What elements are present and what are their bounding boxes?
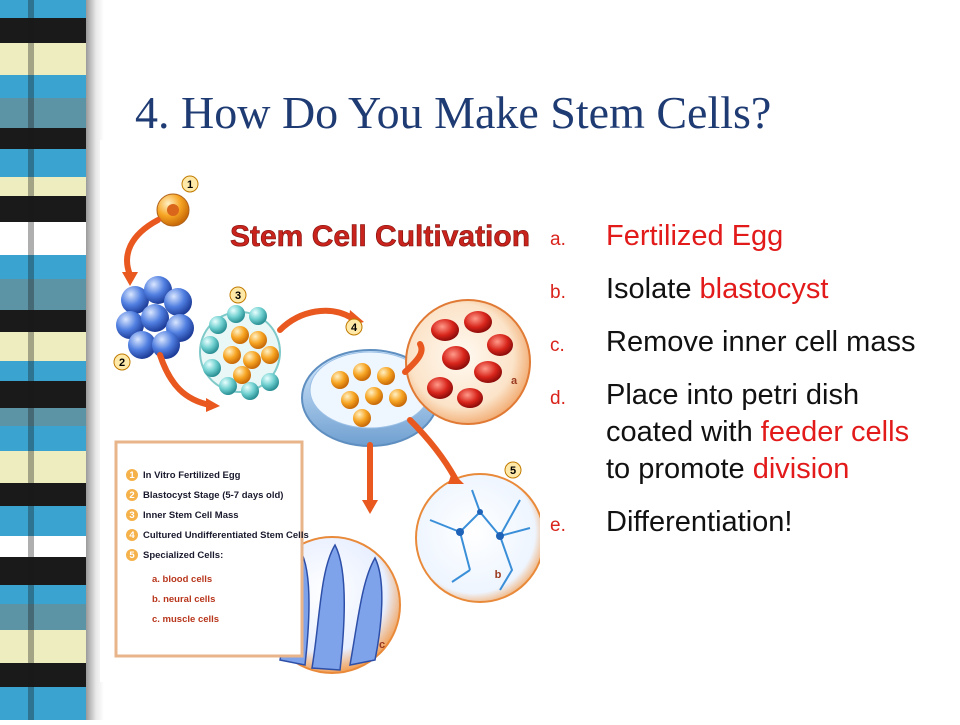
stripe (0, 585, 86, 604)
fertilized-egg-illustration (156, 193, 190, 227)
decorative-stripe-bar (0, 0, 104, 725)
legend-sub-item-c: c. muscle cells (152, 614, 219, 625)
step-item-c: c. Remove inner cell mass (550, 324, 930, 361)
stem-cell-cultivation-figure: Stem Cell Cultivation (100, 140, 540, 682)
stripe (0, 663, 86, 687)
stripe (0, 687, 86, 718)
svg-text:4: 4 (129, 530, 135, 541)
step-text-d: Place into petri dish coated with feeder… (606, 377, 930, 488)
stripe (0, 361, 86, 381)
stripe (0, 177, 86, 196)
badge-5: 5 (510, 465, 516, 477)
step-text-part: Isolate (606, 273, 700, 305)
stripe-accent (28, 0, 34, 720)
step-item-d: d. Place into petri dish coated with fee… (550, 377, 930, 488)
stripe (0, 128, 86, 149)
step-text-part: division (752, 453, 850, 485)
step-text-a: Fertilized Egg (606, 218, 783, 255)
badge-3: 3 (235, 290, 241, 302)
badge-1: 1 (187, 179, 193, 191)
steps-list: a. Fertilized Egg b. Isolate blastocyst … (550, 218, 930, 557)
stripe (0, 408, 86, 426)
stripe-shadow (86, 0, 104, 720)
stripe (0, 279, 86, 310)
blood-cells-illustration (405, 299, 531, 425)
svg-text:1: 1 (129, 470, 135, 481)
step-text-part: Place into petri dish coated with (606, 379, 860, 448)
stripe (0, 0, 86, 18)
legend-sub-item-b: b. neural cells (152, 594, 215, 605)
stripe (0, 536, 86, 557)
figure-legend: 1 In Vitro Fertilized Egg 2 Blastocyst S… (114, 440, 309, 658)
stripe (0, 75, 86, 98)
step-marker: d. (550, 388, 566, 409)
stripe (0, 255, 86, 279)
step-text-e: Differentiation! (606, 504, 792, 541)
stripe (0, 557, 86, 585)
stripe (0, 98, 86, 128)
step-marker: a. (550, 229, 566, 250)
step-badges: 1 2 3 4 5 a b c (113, 175, 522, 651)
legend-item-4: Cultured Undifferentiated Stem Cells (143, 530, 309, 541)
svg-text:3: 3 (129, 510, 134, 521)
stripe (0, 18, 86, 43)
legend-item-3: Inner Stem Cell Mass (143, 510, 239, 521)
slide-title: 4. How Do You Make Stem Cells? (135, 87, 772, 138)
step-text-part: Remove inner cell mass (606, 326, 916, 358)
step-text-part: feeder cells (760, 416, 910, 448)
step-text-b: Isolate blastocyst (606, 271, 828, 308)
step-text-part: to promote (606, 453, 753, 485)
stripe (0, 381, 86, 408)
step-text-part: blastocyst (699, 273, 829, 305)
stripe (0, 426, 86, 451)
stripe (0, 604, 86, 630)
inner-cell-mass-illustration (199, 305, 281, 400)
stripe (0, 506, 86, 536)
stripe (0, 222, 86, 255)
sub-label-a: a (511, 375, 518, 387)
stripe (0, 310, 86, 332)
figure-heading: Stem Cell Cultivation (230, 220, 530, 253)
cultivation-diagram: Stem Cell Cultivation (100, 140, 540, 682)
stripe-pattern (0, 0, 86, 725)
legend-item-1: In Vitro Fertilized Egg (143, 470, 241, 481)
sub-label-b: b (495, 569, 502, 581)
step-marker: e. (550, 515, 566, 536)
stripe (0, 43, 86, 75)
badge-2: 2 (119, 357, 125, 369)
step-item-b: b. Isolate blastocyst (550, 271, 930, 308)
step-text-part: Differentiation! (606, 506, 793, 538)
legend-sub-item-a: a. blood cells (152, 574, 212, 585)
step-text-part: Fertilized Egg (606, 220, 784, 252)
stripe (0, 630, 86, 663)
stripe (0, 196, 86, 222)
stripe (0, 332, 86, 361)
badge-4: 4 (351, 322, 358, 334)
sub-label-c: c (379, 639, 385, 651)
step-text-c: Remove inner cell mass (606, 324, 915, 361)
svg-text:2: 2 (129, 490, 134, 501)
stripe (0, 451, 86, 483)
step-item-a: a. Fertilized Egg (550, 218, 930, 255)
legend-item-2: Blastocyst Stage (5-7 days old) (143, 490, 283, 501)
blastocyst-cluster-illustration (116, 276, 194, 359)
step-item-e: e. Differentiation! (550, 504, 930, 541)
svg-text:5: 5 (129, 550, 135, 561)
step-marker: c. (550, 335, 565, 356)
legend-item-5: Specialized Cells: (143, 550, 223, 561)
stripe (0, 483, 86, 506)
stripe (0, 149, 86, 177)
step-marker: b. (550, 282, 566, 303)
neural-cells-illustration (415, 473, 540, 603)
